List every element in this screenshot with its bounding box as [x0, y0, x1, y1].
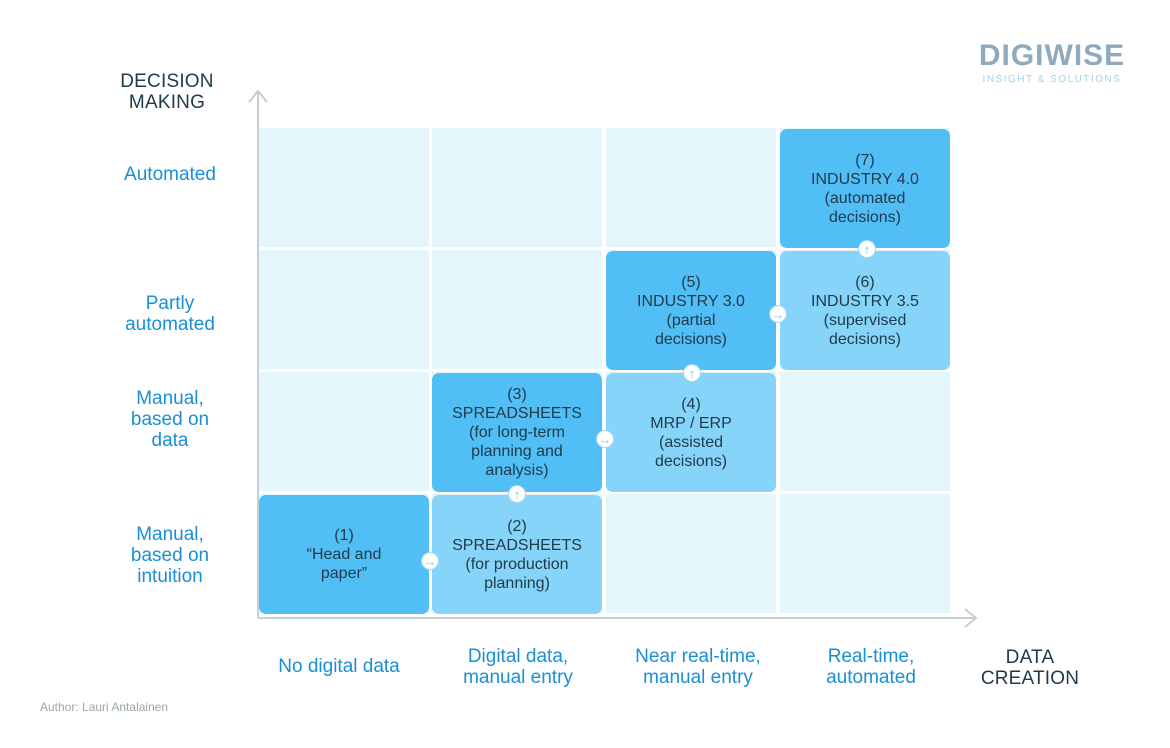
stage-text: (3) [507, 386, 527, 403]
brand-logo: DIGIWISE INSIGHT & SOLUTIONS [962, 40, 1142, 86]
col-label-real-time: Real-time, automated [786, 646, 956, 688]
col-label-line: automated [826, 667, 916, 688]
arrow-right-icon: → [769, 305, 787, 323]
stage-2-spreadsheets-production: (2) SPREADSHEETS (for production plannin… [432, 495, 602, 614]
stage-text: (for long-term [468, 424, 566, 441]
grid-cell [780, 372, 950, 491]
row-label-line: based on [130, 545, 210, 566]
arrow-up-icon: ↑ [858, 240, 876, 258]
stage-text: decisions) [654, 330, 727, 348]
col-label-near-real-time: Near real-time, manual entry [613, 646, 783, 688]
arrow-right-icon: → [596, 430, 614, 448]
col-label-no-digital-data: No digital data [254, 656, 424, 677]
stage-text: (partial [666, 311, 716, 329]
arrow-up-icon: ↑ [508, 485, 526, 503]
row-label-line: automated [125, 314, 215, 335]
stage-text: (automated [824, 189, 906, 207]
stage-text: INDUSTRY 4.0 [811, 170, 919, 188]
row-label-line: intuition [137, 566, 203, 587]
x-axis-title: DATA CREATION [960, 647, 1100, 689]
col-label-line: Near real-time, [635, 646, 761, 667]
stage-text: INDUSTRY 3.5 [811, 292, 919, 310]
stage-text: “Head and [306, 546, 382, 563]
stage-text: (4) [681, 395, 701, 413]
stage-text: (2) [507, 517, 527, 535]
y-axis-arrowhead [248, 89, 268, 103]
grid-cell [606, 128, 776, 247]
stage-text: paper” [320, 565, 368, 582]
y-axis-title-line: DECISION [120, 71, 214, 92]
stage-text: analysis) [485, 462, 549, 479]
row-label-manual-intuition: Manual, based on intuition [90, 524, 250, 587]
stage-text: (7) [855, 151, 875, 169]
y-axis-title-line: MAKING [128, 92, 206, 113]
grid-cell [606, 494, 776, 613]
col-label-line: No digital data [278, 656, 400, 677]
row-label-line: Manual, [136, 524, 204, 545]
stage-text: SPREADSHEETS [452, 405, 582, 422]
stage-text: (6) [855, 273, 875, 291]
col-label-line: Real-time, [827, 646, 915, 667]
grid-cell [259, 250, 429, 369]
brand-tagline: INSIGHT & SOLUTIONS [982, 74, 1122, 85]
x-axis-title-line: CREATION [980, 668, 1080, 689]
x-axis-arrowhead [964, 608, 978, 628]
row-label-manual-data: Manual, based on data [90, 388, 250, 451]
arrow-up-icon: ↑ [683, 364, 701, 382]
col-label-line: Digital data, [467, 646, 569, 667]
stage-3-spreadsheets-long-term: (3) SPREADSHEETS (for long-term planning… [432, 373, 602, 492]
row-label-partly-automated: Partly automated [90, 293, 250, 335]
stage-5-industry-3-0: (5) INDUSTRY 3.0 (partial decisions) [606, 251, 776, 370]
stage-text: planning) [484, 574, 550, 592]
stage-text: (for production [465, 555, 569, 573]
row-label-line: Manual, [136, 388, 204, 409]
stage-text: INDUSTRY 3.0 [637, 292, 745, 310]
grid-cell [780, 494, 950, 613]
col-label-line: manual entry [643, 667, 753, 688]
stage-text: planning and [471, 443, 563, 460]
row-label-line: based on [130, 409, 210, 430]
grid-cell [432, 128, 602, 247]
grid-cell [259, 372, 429, 491]
arrow-right-icon: → [421, 552, 439, 570]
stage-6-industry-3-5: (6) INDUSTRY 3.5 (supervised decisions) [780, 251, 950, 370]
stage-text: SPREADSHEETS [452, 536, 582, 554]
col-label-digital-manual: Digital data, manual entry [433, 646, 603, 688]
col-label-line: manual entry [463, 667, 573, 688]
stage-text: decisions) [828, 208, 901, 226]
stage-text: MRP / ERP [650, 414, 732, 432]
grid-cell [432, 250, 602, 369]
row-label-line: data [151, 430, 189, 451]
stage-7-industry-4-0: (7) INDUSTRY 4.0 (automated decisions) [780, 129, 950, 248]
stage-text: (5) [681, 273, 701, 291]
y-axis-title: DECISION MAKING [102, 71, 232, 113]
row-label-line: Automated [124, 164, 216, 185]
stage-text: (supervised [823, 311, 907, 329]
x-axis-title-line: DATA [1005, 647, 1055, 668]
row-label-line: Partly [145, 293, 195, 314]
stage-text: (1) [334, 527, 354, 544]
stage-text: decisions) [828, 330, 901, 348]
stage-1-head-and-paper: (1) “Head and paper” [259, 495, 429, 614]
stage-4-mrp-erp: (4) MRP / ERP (assisted decisions) [606, 373, 776, 492]
brand-name: DIGIWISE [978, 39, 1126, 72]
stage-text: decisions) [654, 452, 728, 470]
stage-text: (assisted [658, 433, 724, 451]
author-credit: Author: Lauri Antalainen [40, 700, 169, 714]
row-label-automated: Automated [90, 164, 250, 185]
grid-cell [259, 128, 429, 247]
